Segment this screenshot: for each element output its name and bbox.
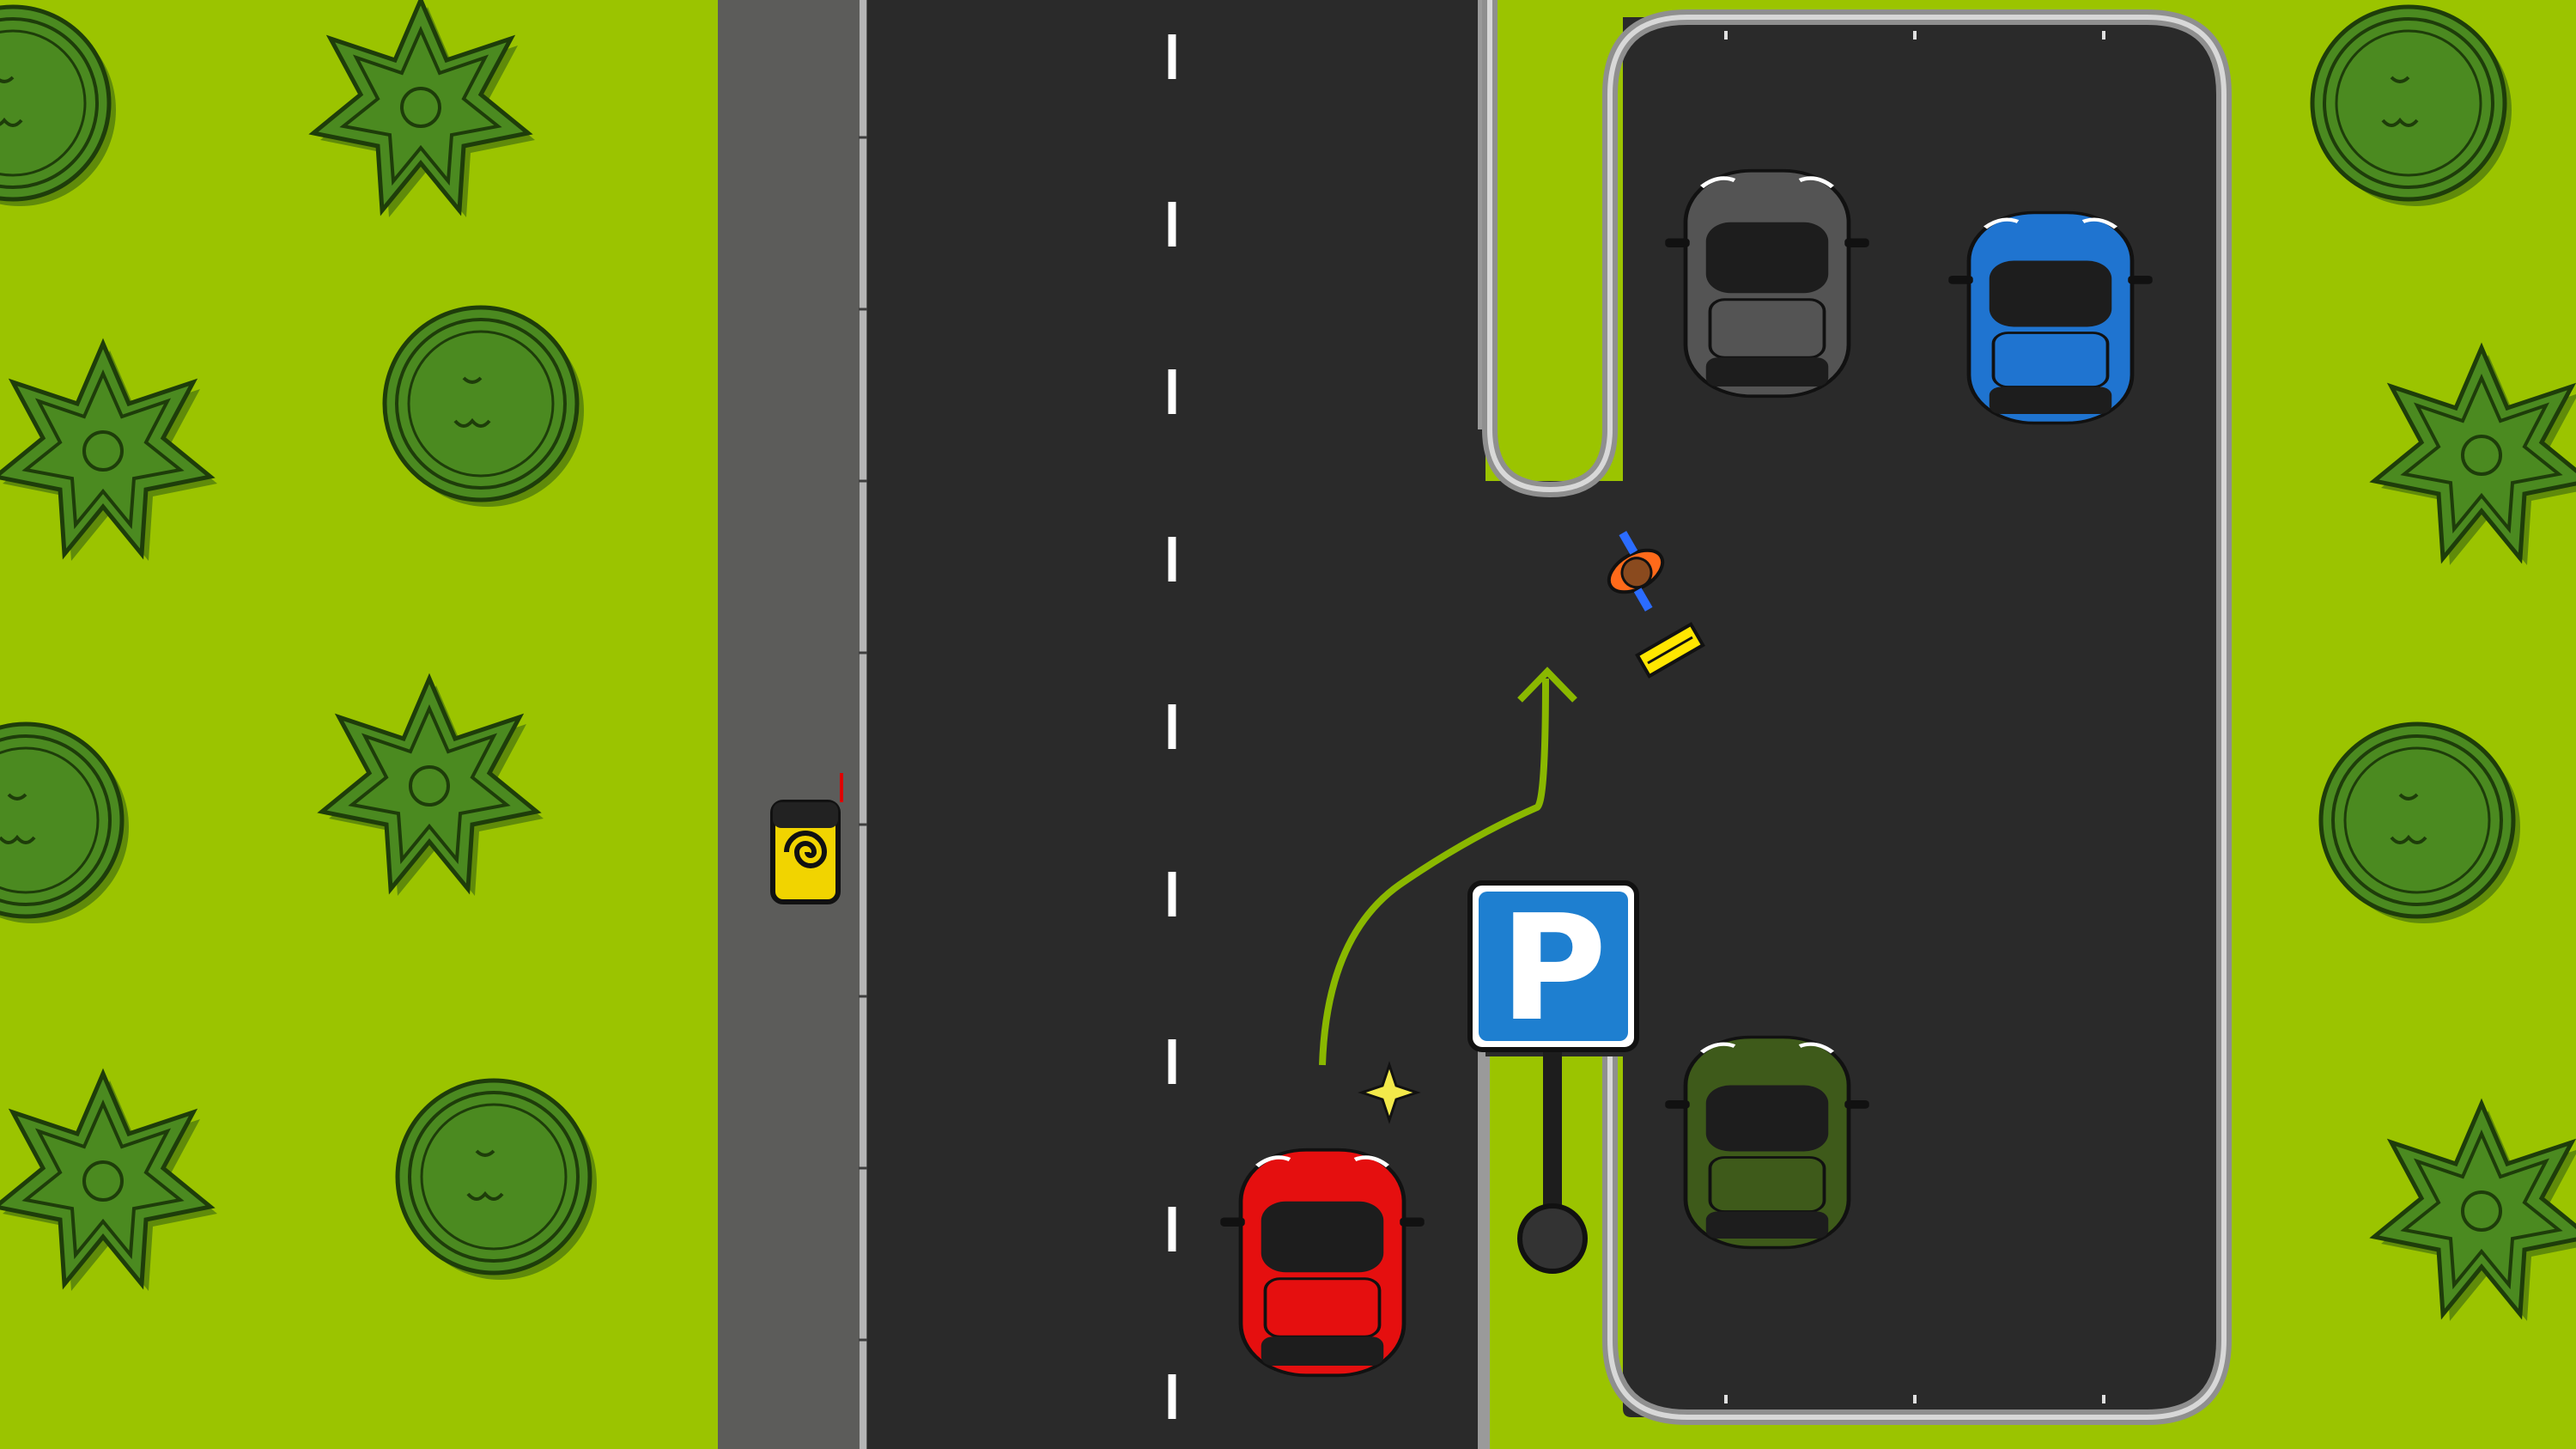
sidewalk [718, 0, 867, 1449]
turn-path-arrow [1319, 678, 1549, 1066]
trash-bin-icon [770, 773, 843, 904]
luggage-icon [1635, 622, 1705, 679]
parking-sign-icon: P [1467, 880, 1639, 1274]
parking-sign-letter: P [1500, 884, 1607, 1054]
sidewalk-joints [859, 136, 867, 1342]
sparkle-icon [1358, 1061, 1421, 1124]
parking-lot-curb-inner [1487, 0, 2227, 1420]
parking-slot-markers [1724, 31, 2105, 1403]
blue-car [1948, 213, 2153, 423]
red-car [1220, 1150, 1425, 1376]
green-car [1665, 1038, 1869, 1248]
gray-car [1665, 171, 1869, 397]
turn-path-arrowhead [1517, 667, 1577, 703]
pedestrian-icon [1607, 531, 1665, 612]
